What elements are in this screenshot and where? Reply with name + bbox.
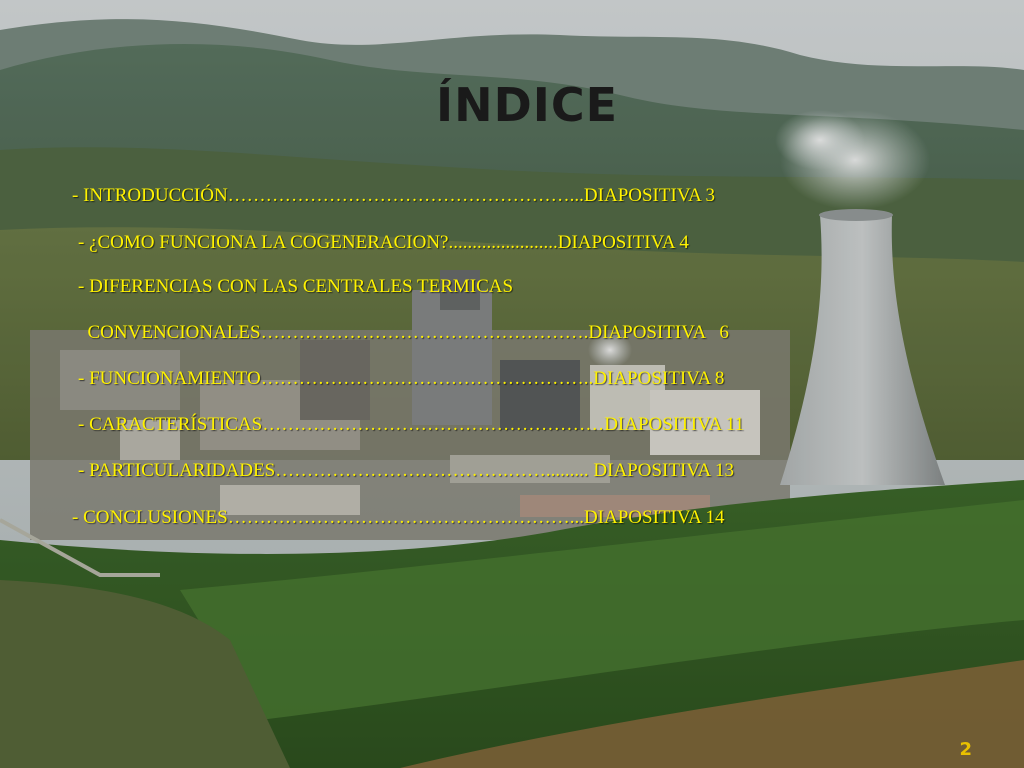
- toc-item-diferencias[interactable]: - DIFERENCIAS CON LAS CENTRALES TERMICAS: [78, 276, 514, 297]
- toc-item-conclusiones[interactable]: - CONCLUSIONES………………………………………………...DIAPO…: [72, 507, 725, 528]
- toc-item-introduccion[interactable]: - INTRODUCCIÓN………………………………………………...DIAPO…: [72, 185, 716, 206]
- toc-item-caracteristicas[interactable]: - CARACTERÍSTICAS………………………………………………DIAPO…: [78, 414, 745, 435]
- toc-item-como-funciona[interactable]: - ¿COMO FUNCIONA LA COGENERACION?.......…: [78, 232, 689, 253]
- toc-item-funcionamiento[interactable]: - FUNCIONAMIENTO……………………………………………..DIAPO…: [78, 368, 725, 389]
- toc-item-convencionales[interactable]: CONVENCIONALES…………………………………………….DIAPOSIT…: [78, 322, 729, 343]
- slide-title: ÍNDICE: [435, 78, 619, 132]
- toc-item-particularidades[interactable]: - PARTICULARIDADES……………………………….…….......…: [78, 460, 734, 481]
- page-number: 2: [959, 739, 972, 760]
